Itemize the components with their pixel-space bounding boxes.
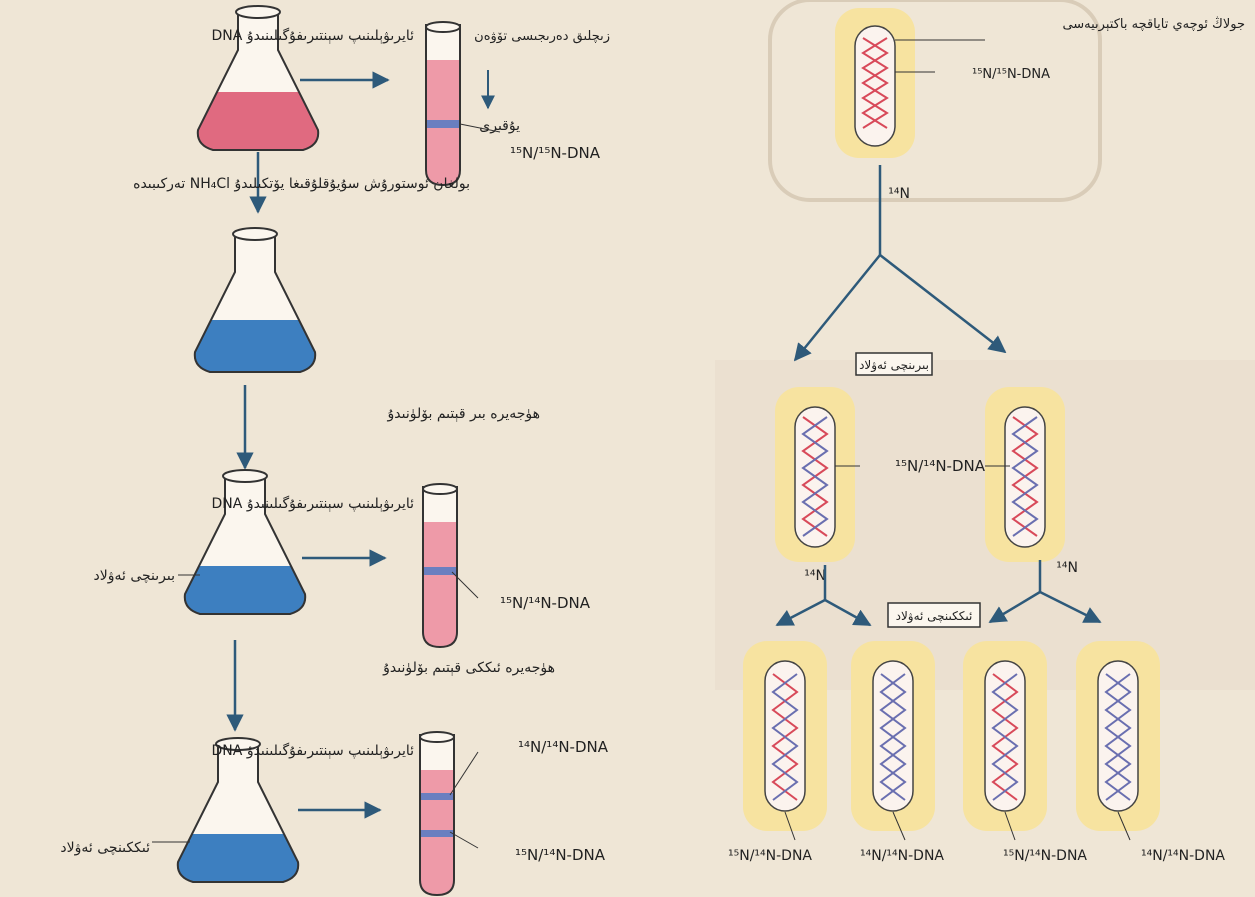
flask-blue-2 <box>175 470 315 626</box>
label-second-split: ھۈجەيرە ئىككى قېتىم بۆلۈنىدۇ <box>382 660 555 676</box>
cell-second-gen-3 <box>963 641 1047 831</box>
cell-first-gen-1 <box>775 387 855 562</box>
label-dna-centrifuge-3: DNA ئايرىۋېلىنىپ سېنتىرىفۇگىلىنىدۇ <box>212 742 415 759</box>
label-first-gen-box: بىرىنچى ئەۋلاد <box>859 358 929 373</box>
label-second-gen-box: ئىككىنچى ئەۋلاد <box>896 609 973 624</box>
bottom-label-2: ¹⁴N/¹⁴N-DNA <box>860 848 944 864</box>
cell-second-gen-1 <box>743 641 827 831</box>
label-parent: جولاڭ ئوچەي تاياقچە باكتېرىيەسى <box>1062 17 1245 32</box>
label-first-split: ھۈجەيرە بىر قېتىم بۆلۈنىدۇ <box>387 406 540 422</box>
cell-second-gen-4 <box>1076 641 1160 831</box>
bottom-label-1: ¹⁵N/¹⁴N-DNA <box>728 848 812 864</box>
tube-1 <box>426 22 460 190</box>
label-n14-right: ¹⁴N <box>1056 560 1078 576</box>
label-n14-top: ¹⁴N <box>888 186 910 202</box>
flask-blue-3 <box>168 738 308 894</box>
flask-blue-1 <box>185 228 325 380</box>
arrow-left-branch <box>795 255 880 360</box>
bottom-label-3: ¹⁵N/¹⁴N-DNA <box>1003 848 1087 864</box>
label-n14n14-left: ¹⁴N/¹⁴N-DNA <box>518 738 609 756</box>
label-first-gen: بىرىنچى ئەۋلاد <box>93 568 175 584</box>
background-stain <box>770 0 1100 200</box>
label-second-gen: ئىككىنچى ئەۋلاد <box>60 840 150 856</box>
cell-second-gen-2 <box>851 641 935 831</box>
label-first-gen-dna: ¹⁵N/¹⁴N-DNA <box>895 457 986 475</box>
tube-3 <box>420 732 454 895</box>
label-n15n15-1: ¹⁵N/¹⁵N-DNA <box>510 144 601 162</box>
label-n15n14-left-2: ¹⁵N/¹⁴N-DNA <box>515 846 606 864</box>
label-dna-centrifuge-2: DNA ئايرىۋېلىنىپ سېنتىرىفۇگىلىنىدۇ <box>212 495 415 512</box>
label-parent-dna: ¹⁵N/¹⁵N-DNA <box>972 67 1050 82</box>
label-transfer: تەركىبىدە NH₄Cl بولغان ئوستورۇش سۇيۇقلۇق… <box>133 176 470 192</box>
label-n15n14-left: ¹⁵N/¹⁴N-DNA <box>500 594 591 612</box>
label-n14-left: ¹⁴N <box>804 568 826 584</box>
tube-2 <box>423 484 457 652</box>
bottom-label-4: ¹⁴N/¹⁴N-DNA <box>1141 848 1225 864</box>
arrow-right-branch <box>880 255 1005 352</box>
label-dna-centrifuge-1: DNA ئايرىۋېلىنىپ سېنتىرىفۇگىلىنىدۇ <box>212 27 415 44</box>
cell-first-gen-2 <box>985 387 1065 562</box>
cell-parent <box>835 8 915 158</box>
label-density-gradient: زىچلىق دەرىجىسى تۆۋەن <box>474 29 610 44</box>
